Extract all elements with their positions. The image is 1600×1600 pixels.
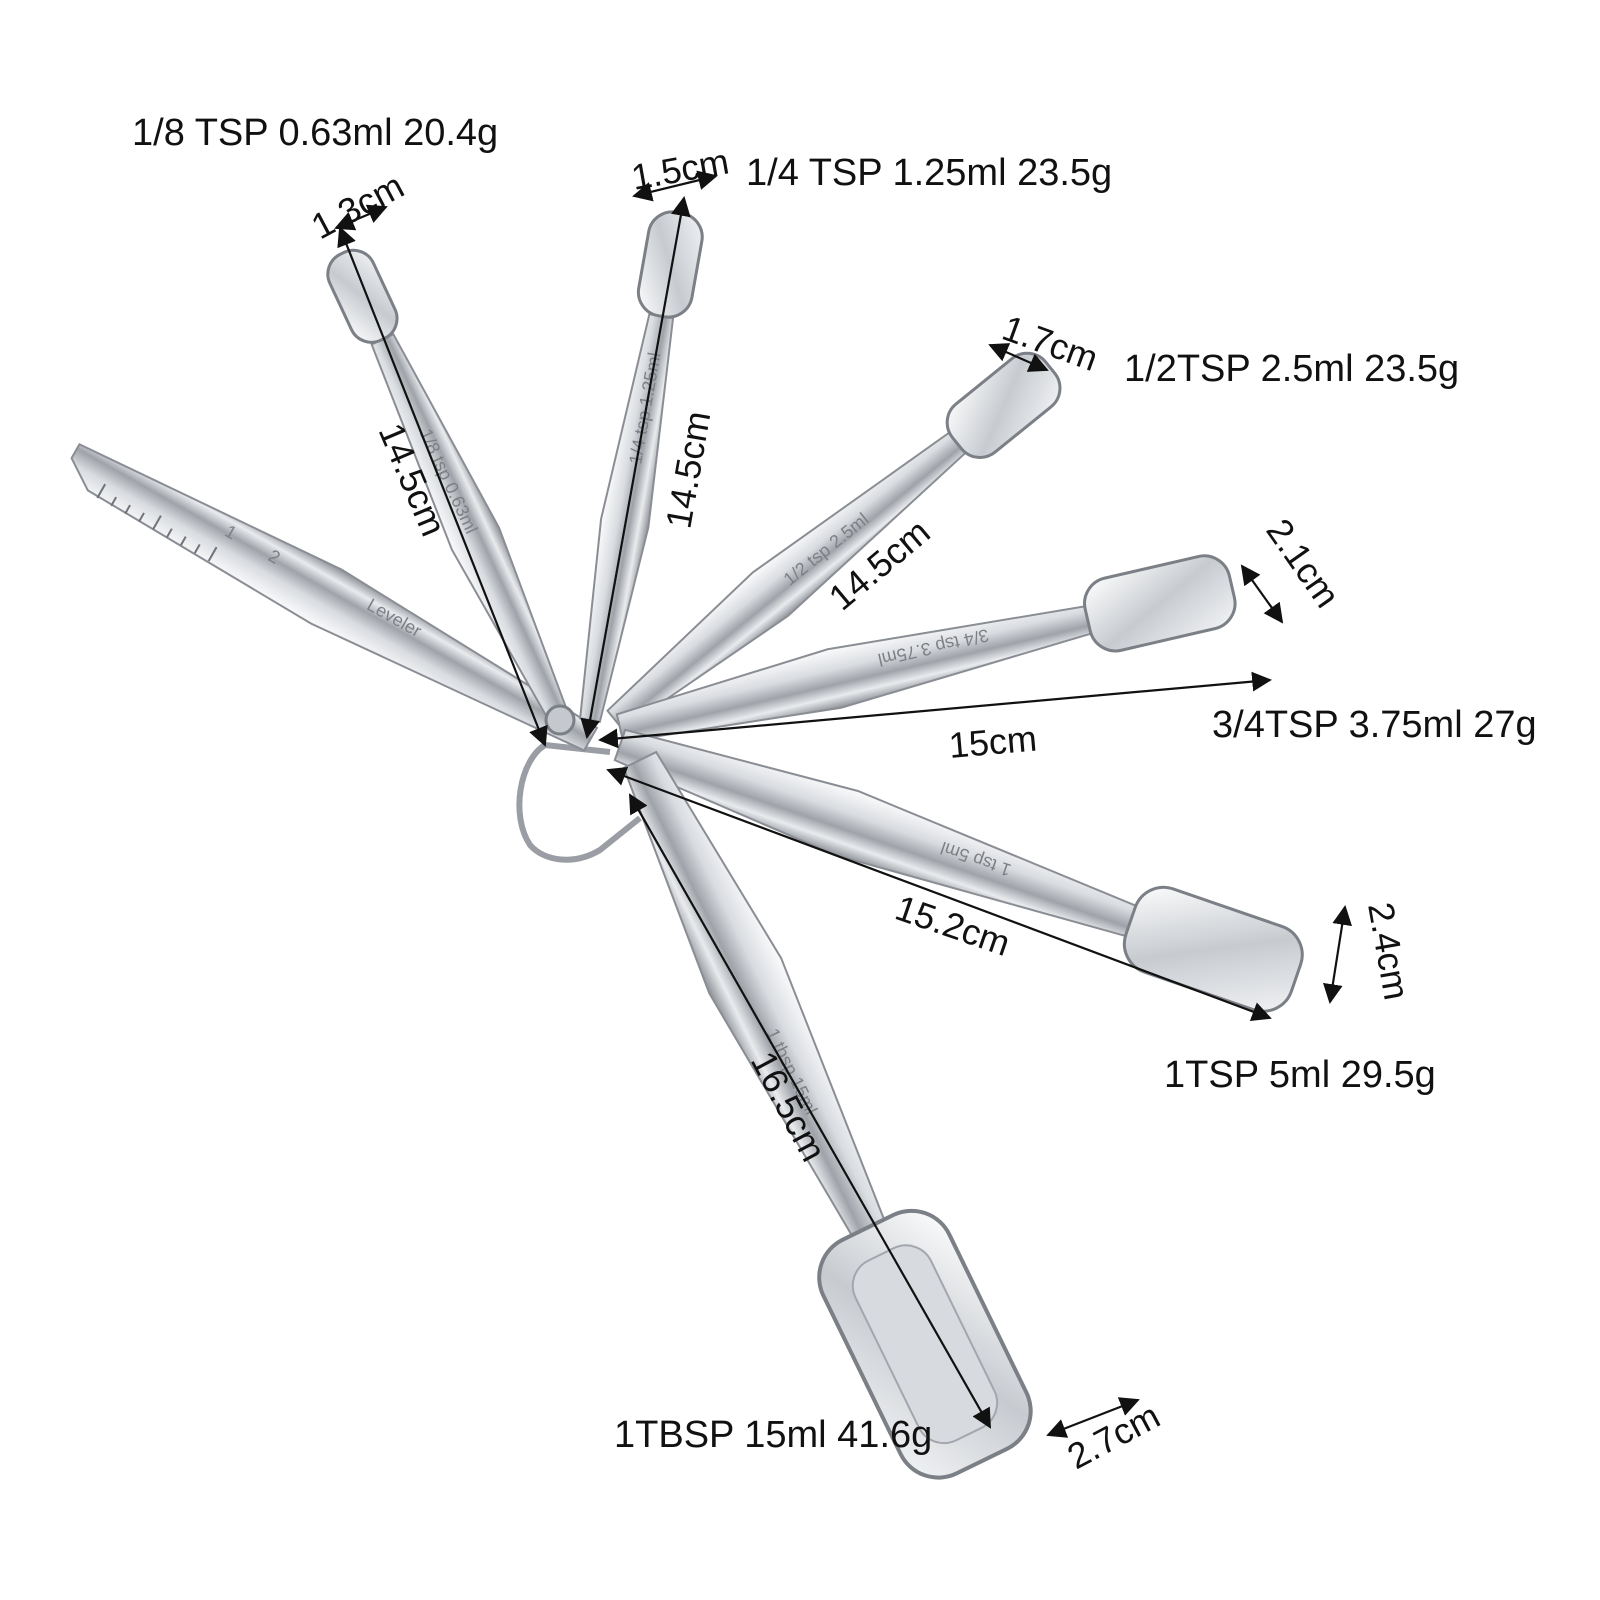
spec-label-eighth-tsp: 1/8 TSP 0.63ml 20.4g [132, 112, 499, 154]
dimension-arrows [334, 170, 1352, 1438]
tsp-width-label: 2.4cm [1360, 899, 1417, 1003]
spec-label-one-tsp: 1TSP 5ml 29.5g [1164, 1054, 1436, 1096]
spec-label-one-tbsp: 1TBSP 15ml 41.6g [614, 1414, 933, 1456]
ruler-ticks [96, 483, 218, 562]
key-ring [516, 742, 642, 863]
pivot-rivet [544, 704, 576, 736]
spec-label-half-tsp: 1/2TSP 2.5ml 23.5g [1124, 348, 1460, 390]
tbsp-width-label: 2.7cm [1061, 1395, 1167, 1477]
eighth-width-label: 1.3cm [305, 165, 411, 247]
quarter-width-label: 1.5cm [628, 140, 732, 197]
three-quarter-width-label: 2.1cm [1258, 511, 1348, 615]
spec-label-quarter-tsp: 1/4 TSP 1.25ml 23.5g [746, 152, 1113, 194]
three-quarter-length-label: 15cm [947, 717, 1038, 766]
spoon-half-tsp: 1/2 tsp 2.5ml [606, 351, 1062, 731]
spec-label-three-quarter-tsp: 3/4TSP 3.75ml 27g [1212, 704, 1537, 746]
quarter-length-label: 14.5cm [658, 408, 719, 531]
